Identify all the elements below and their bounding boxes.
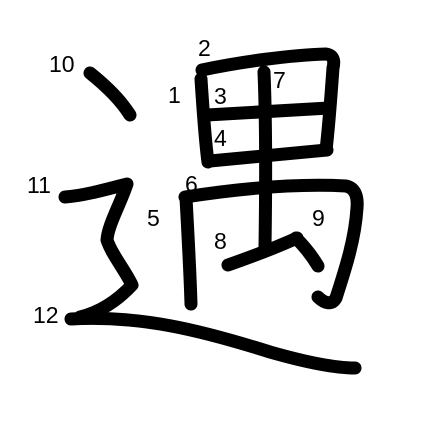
stroke-number-8: 8 [214,228,227,254]
stroke-number-11: 11 [27,172,51,198]
stroke-number-9: 9 [312,205,325,231]
stroke-number-4: 4 [214,125,227,151]
stroke-10 [83,66,137,122]
stroke-number-5: 5 [147,205,160,231]
stroke-number-1: 1 [168,82,181,108]
stroke-7 [257,65,273,254]
stroke-number-6: 6 [185,171,198,197]
stroke-9 [289,231,325,273]
stroke-number-10: 10 [49,51,75,77]
stroke-12 [64,311,362,375]
stroke-number-2: 2 [198,35,211,61]
stroke-number-7: 7 [273,67,286,93]
stroke-1 [194,72,215,169]
stroke-number-12: 12 [33,302,59,328]
stroke-5 [179,191,198,311]
stroke-number-3: 3 [214,83,227,109]
stroke-11 [58,177,139,324]
